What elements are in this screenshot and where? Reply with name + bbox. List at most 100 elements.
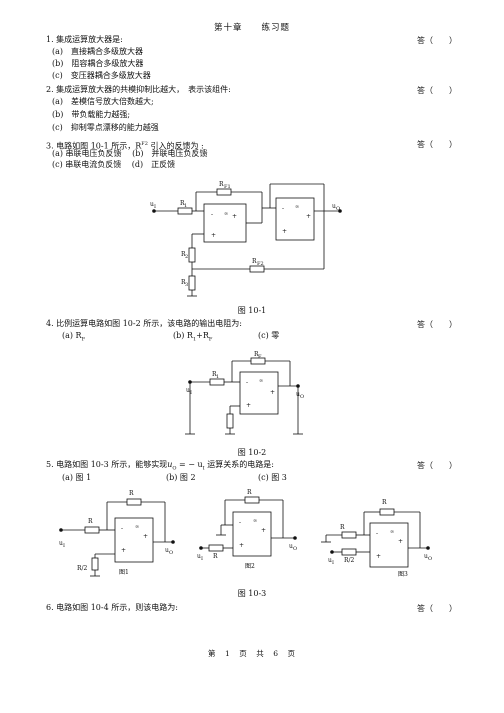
svg-text:图3: 图3 — [398, 571, 408, 578]
svg-text:R: R — [247, 489, 252, 496]
svg-text:-: - — [239, 519, 241, 526]
question-5-option-c: (c) 图 3 — [258, 473, 287, 482]
question-4-option-b: (b) R1+RF — [173, 331, 213, 343]
svg-text:1: 1 — [216, 374, 219, 380]
svg-text:R: R — [88, 518, 93, 525]
svg-text:+: + — [246, 402, 251, 409]
figure-10-1-caption: 图 10-1 — [237, 306, 267, 315]
svg-text:R: R — [181, 251, 186, 258]
resistor-r2 — [188, 247, 196, 263]
svg-text:I: I — [190, 390, 192, 396]
question-5-stem: 5. 电路如图 10-3 所示，能够实现uO = − uI 运算关系的电路是: — [46, 460, 274, 472]
question-5-answer[interactable]: 答（ ） — [417, 461, 457, 470]
svg-text:-: - — [211, 211, 213, 218]
figure-10-3-caption: 图 10-3 — [237, 589, 267, 598]
question-6-answer[interactable]: 答（ ） — [417, 604, 457, 613]
opamp-2 — [275, 197, 315, 241]
question-3-answer[interactable]: 答（ ） — [417, 140, 457, 149]
question-3-option-cd: (c) 串联电流负反馈 (d) 正反馈 — [52, 160, 176, 169]
svg-text:+: + — [232, 213, 237, 220]
question-3-stem: 3. 电路如图 10-1 所示，RF2 引入的反馈为 : — [46, 141, 204, 151]
svg-text:∞: ∞ — [295, 204, 299, 210]
page-title: 第十章 练习题 — [213, 23, 290, 33]
svg-text:R: R — [213, 553, 218, 560]
svg-text:R: R — [340, 524, 345, 531]
resistor-r3 — [188, 275, 196, 291]
svg-text:R: R — [382, 499, 387, 506]
question-1-option-c: (c) 变压器耦合多级放大器 — [52, 71, 151, 80]
svg-text:u: u — [59, 540, 63, 547]
question-3-option-ab: (a) 串联电压负反馈 (b) 并联电压负反馈 — [52, 149, 208, 158]
svg-text:F1: F1 — [224, 184, 231, 190]
svg-text:+: + — [261, 527, 266, 534]
svg-text:2: 2 — [185, 254, 188, 260]
svg-text:I: I — [332, 560, 334, 566]
svg-text:+: + — [306, 213, 311, 220]
question-1-option-b: (b) 阻容耦合多级放大器 — [52, 59, 144, 68]
question-5-option-b: (b) 图 2 — [166, 473, 196, 482]
svg-text:O: O — [336, 206, 340, 212]
svg-text:+: + — [398, 538, 403, 545]
svg-text:-: - — [282, 205, 284, 212]
svg-text:图1: 图1 — [119, 569, 129, 576]
svg-text:R: R — [252, 258, 257, 265]
opamp — [114, 517, 154, 563]
question-2-option-b: (b) 带负载能力越强; — [52, 110, 131, 119]
svg-text:+: + — [143, 533, 148, 540]
svg-text:u: u — [186, 387, 190, 394]
svg-text:R: R — [180, 200, 185, 207]
question-1-option-a: (a) 直接耦合多级放大器 — [52, 47, 144, 56]
svg-text:u: u — [328, 557, 332, 564]
svg-text:O: O — [293, 546, 297, 552]
svg-text:F2: F2 — [257, 261, 264, 267]
svg-text:∞: ∞ — [259, 378, 263, 384]
svg-text:u: u — [150, 201, 154, 208]
question-4-stem: 4. 比例运算电路如图 10-2 所示，该电路的输出电阻为: — [46, 319, 242, 328]
svg-text:+: + — [376, 553, 381, 560]
svg-text:R/2: R/2 — [77, 565, 88, 572]
svg-text:+: + — [211, 232, 216, 239]
question-1-stem: 1. 集成运算放大器是: — [46, 35, 123, 44]
svg-text:+: + — [270, 389, 275, 396]
resistor-ground — [226, 413, 234, 429]
question-2-answer[interactable]: 答（ ） — [417, 86, 457, 95]
svg-text:u: u — [296, 391, 300, 398]
question-1-answer[interactable]: 答（ ） — [417, 36, 457, 45]
svg-text:u: u — [332, 203, 336, 210]
svg-text:u: u — [424, 553, 428, 560]
svg-text:∞: ∞ — [135, 524, 139, 530]
question-5-option-a: (a) 图 1 — [62, 473, 92, 482]
svg-text:R: R — [254, 351, 259, 358]
svg-text:O: O — [428, 556, 432, 562]
svg-text:u: u — [197, 553, 201, 560]
svg-text:R: R — [129, 490, 134, 497]
question-4-option-c: (c) 零 — [258, 331, 280, 340]
svg-text:I: I — [154, 204, 156, 210]
svg-text:图2: 图2 — [245, 563, 255, 570]
svg-text:1: 1 — [184, 203, 187, 209]
svg-text:∞: ∞ — [224, 211, 228, 217]
svg-text:R: R — [181, 279, 186, 286]
svg-text:F: F — [258, 354, 262, 360]
svg-text:∞: ∞ — [390, 529, 394, 535]
opamp — [369, 522, 409, 568]
question-2-option-c: (c) 抑制零点漂移的能力越强 — [52, 123, 159, 132]
question-2-option-a: (a) 差模信号放大倍数越大; — [52, 97, 154, 106]
svg-text:R: R — [212, 371, 217, 378]
svg-text:+: + — [282, 228, 287, 235]
svg-text:R: R — [219, 181, 224, 188]
svg-text:I: I — [201, 556, 203, 562]
page-footer: 第 1 页 共 6 页 — [207, 649, 297, 658]
opamp — [232, 511, 272, 557]
svg-text:I: I — [63, 543, 65, 549]
question-4-answer[interactable]: 答（ ） — [417, 320, 457, 329]
svg-text:∞: ∞ — [253, 518, 257, 524]
svg-text:u: u — [165, 547, 169, 554]
opamp — [239, 371, 279, 415]
svg-text:-: - — [376, 530, 378, 537]
